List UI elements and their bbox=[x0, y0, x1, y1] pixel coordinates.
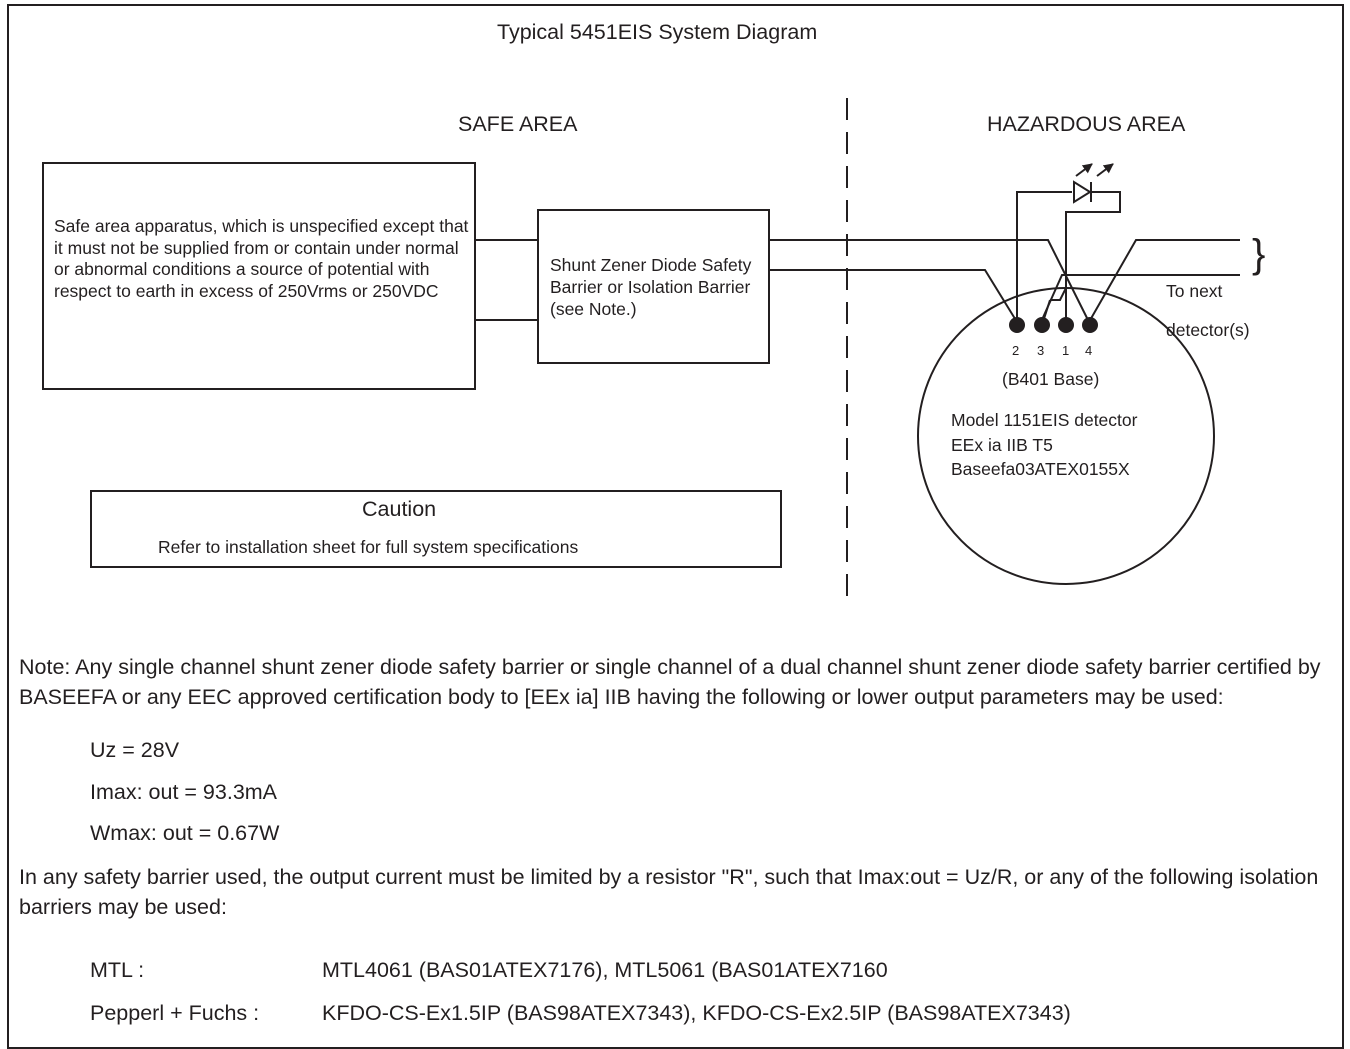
param-wmax: Wmax: out = 0.67W bbox=[90, 821, 280, 845]
terminal-4-icon bbox=[1082, 317, 1098, 333]
terminal-number: 1 bbox=[1062, 343, 1070, 358]
next-detector-label: detector(s) bbox=[1166, 320, 1250, 340]
terminal-number: 2 bbox=[1012, 343, 1020, 358]
diagram-title: Typical 5451EIS System Diagram bbox=[497, 20, 818, 44]
note-text-2: In any safety barrier used, the output c… bbox=[19, 865, 1319, 919]
led-icon bbox=[1073, 163, 1114, 204]
safe-area-apparatus-text: Safe area apparatus, which is unspecifie… bbox=[54, 216, 469, 301]
wire-next-top bbox=[1088, 239, 1240, 323]
next-detector-label: To next bbox=[1166, 281, 1223, 301]
wire-barrier-terminal-2 bbox=[768, 269, 1018, 323]
wire-terminal-3-link bbox=[1050, 287, 1067, 301]
barrier-mtl-label: MTL : bbox=[90, 958, 145, 982]
safety-barrier-text: Shunt Zener Diode Safety Barrier or Isol… bbox=[550, 255, 752, 319]
barrier-pf-label: Pepperl + Fuchs : bbox=[90, 1001, 260, 1025]
terminal-2-icon bbox=[1009, 317, 1025, 333]
barrier-pf-value: KFDO-CS-Ex1.5IP (BAS98ATEX7343), KFDO-CS… bbox=[322, 1001, 1071, 1025]
terminal-number: 4 bbox=[1085, 343, 1093, 358]
safety-barrier-box bbox=[537, 209, 770, 364]
wire-led-right bbox=[1065, 191, 1121, 322]
detector-model-label: Model 1151EIS detector bbox=[951, 410, 1138, 430]
param-uz: Uz = 28V bbox=[90, 738, 180, 762]
wire-barrier-terminal-4 bbox=[768, 239, 1090, 323]
detector-rating-label: EEx ia IIB T5 bbox=[951, 435, 1053, 455]
param-imax: Imax: out = 93.3mA bbox=[90, 780, 278, 804]
hazardous-area-label: HAZARDOUS AREA bbox=[987, 112, 1186, 136]
detector-circle bbox=[917, 287, 1215, 585]
terminal-number: 3 bbox=[1037, 343, 1045, 358]
safe-area-label: SAFE AREA bbox=[458, 112, 578, 136]
caution-title: Caution bbox=[362, 497, 437, 521]
terminal-3-icon bbox=[1034, 317, 1050, 333]
detector-base-label: (B401 Base) bbox=[1002, 369, 1100, 389]
safe-area-apparatus-box bbox=[42, 162, 476, 390]
caution-text: Refer to installation sheet for full sys… bbox=[158, 537, 579, 557]
next-detector-brace: } bbox=[1252, 232, 1266, 276]
terminal-1-icon bbox=[1058, 317, 1074, 333]
barrier-mtl-value: MTL4061 (BAS01ATEX7176), MTL5061 (BAS01A… bbox=[322, 958, 888, 982]
wire-led-left bbox=[1016, 191, 1072, 322]
detector-certificate-label: Baseefa03ATEX0155X bbox=[951, 459, 1130, 479]
caution-box bbox=[90, 490, 782, 568]
note-text: Note: Any single channel shunt zener dio… bbox=[19, 655, 1321, 709]
